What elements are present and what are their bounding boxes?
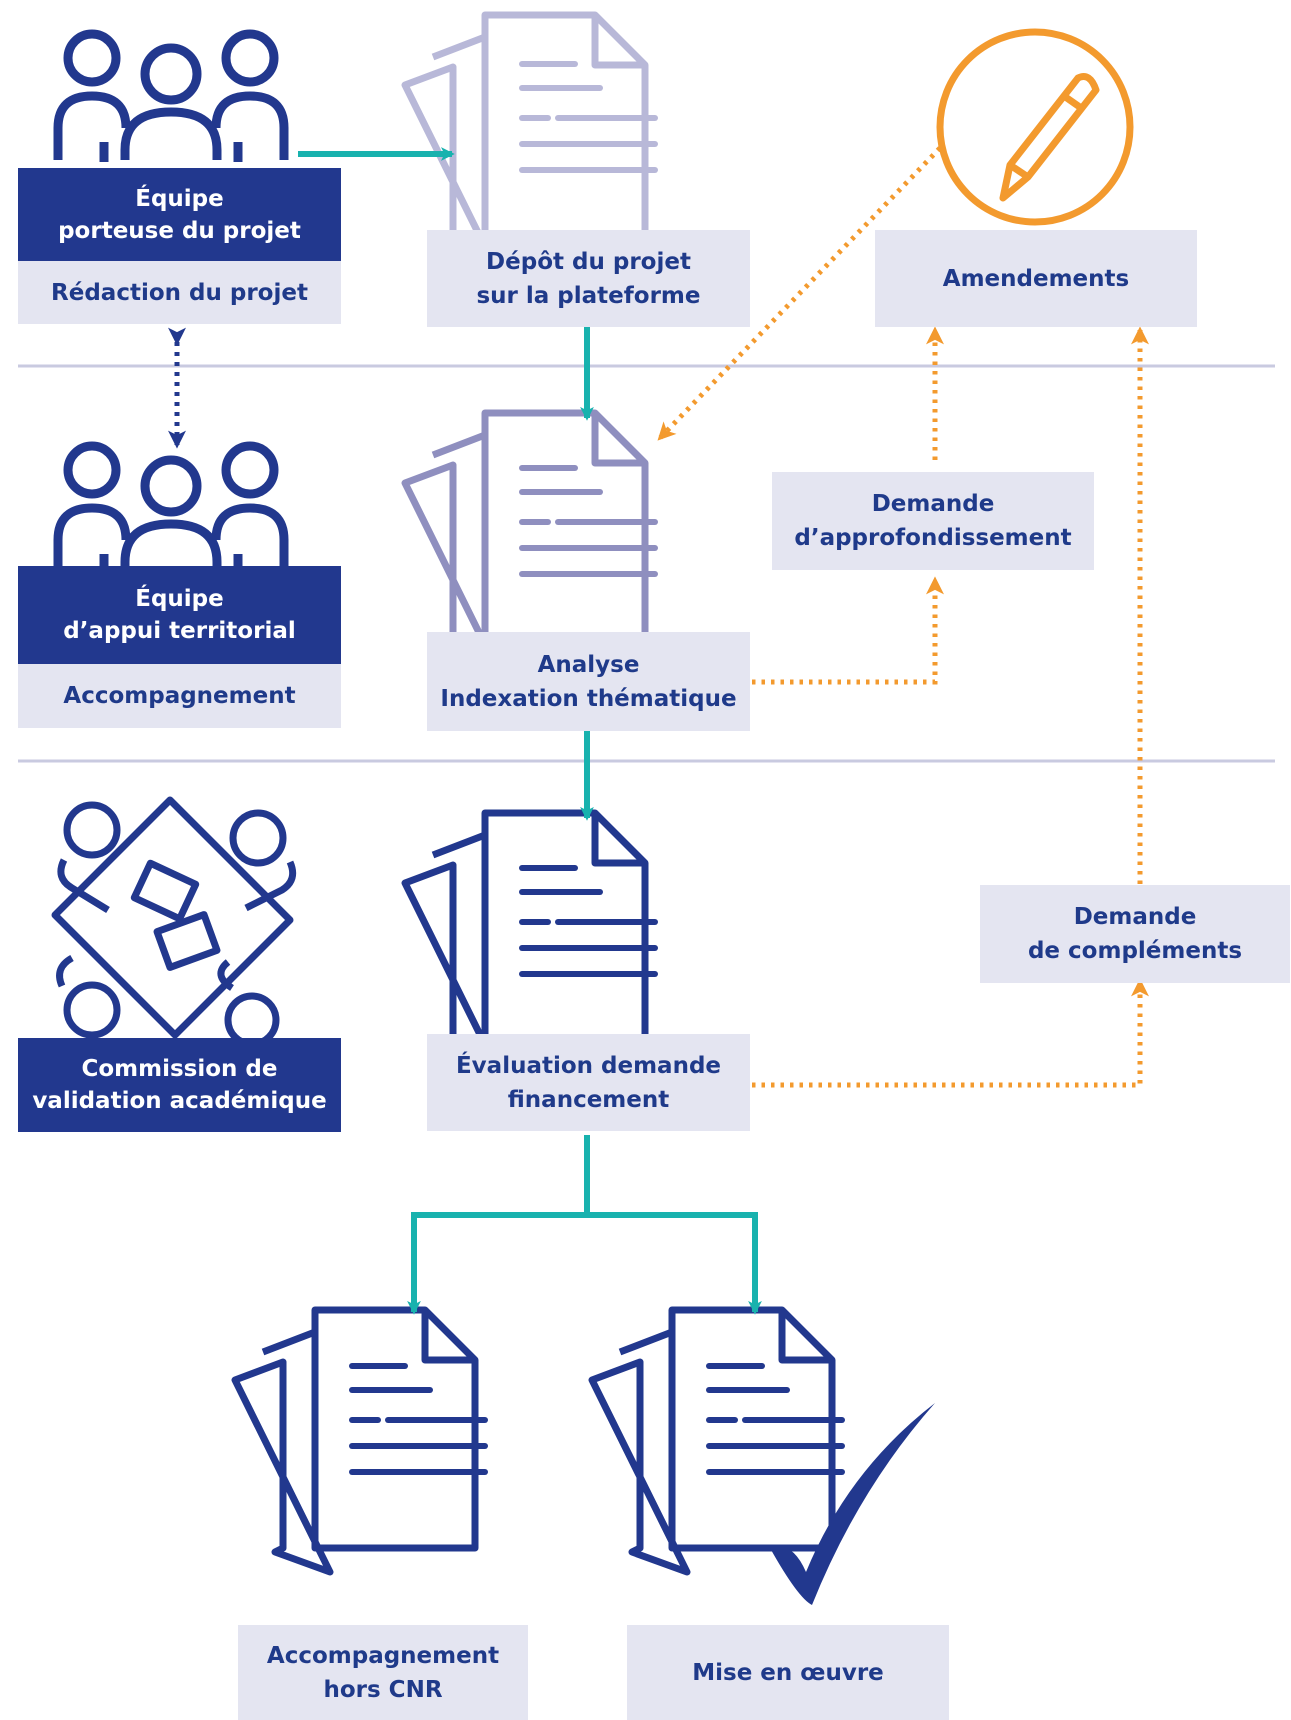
pencil-circle-icon: [936, 28, 1134, 226]
checkmark-icon: [770, 1403, 935, 1605]
step-analyse: Analyse Indexation thématique: [427, 632, 750, 731]
people-group-icon: [58, 34, 284, 162]
document-lines: [519, 865, 658, 977]
actor-porteuse-title: Équipe porteuse du projet: [18, 168, 341, 261]
document-lines: [706, 1363, 845, 1475]
step-approfondissement: Demande d’approfondissement: [772, 472, 1094, 570]
document-lines: [349, 1363, 488, 1475]
step-depot: Dépôt du projet sur la plateforme: [427, 230, 750, 327]
step-complements: Demande de compléments: [980, 885, 1290, 983]
outcome-hors-cnr: Accompagnement hors CNR: [238, 1625, 528, 1720]
actor-appui-title: Équipe d’appui territorial: [18, 566, 341, 664]
feedback-arrows: [657, 146, 1149, 1088]
flow-arrows: [298, 147, 762, 1315]
step-evaluation: Évaluation demande financement: [427, 1034, 750, 1131]
actor-commission-title: Commission de validation académique: [18, 1038, 341, 1132]
document-lines: [519, 61, 658, 173]
document-stack-icon: [592, 1310, 832, 1572]
actor-appui-activity: Accompagnement: [18, 664, 341, 728]
document-lines: [519, 465, 658, 577]
actor-porteuse-activity: Rédaction du projet: [18, 261, 341, 324]
outcome-mise-en-oeuvre: Mise en œuvre: [627, 1625, 949, 1720]
step-amendements: Amendements: [875, 230, 1197, 327]
people-group-icon: [58, 446, 284, 574]
meeting-table-icon: [51, 796, 297, 1048]
document-stack-icon: [235, 1310, 475, 1572]
